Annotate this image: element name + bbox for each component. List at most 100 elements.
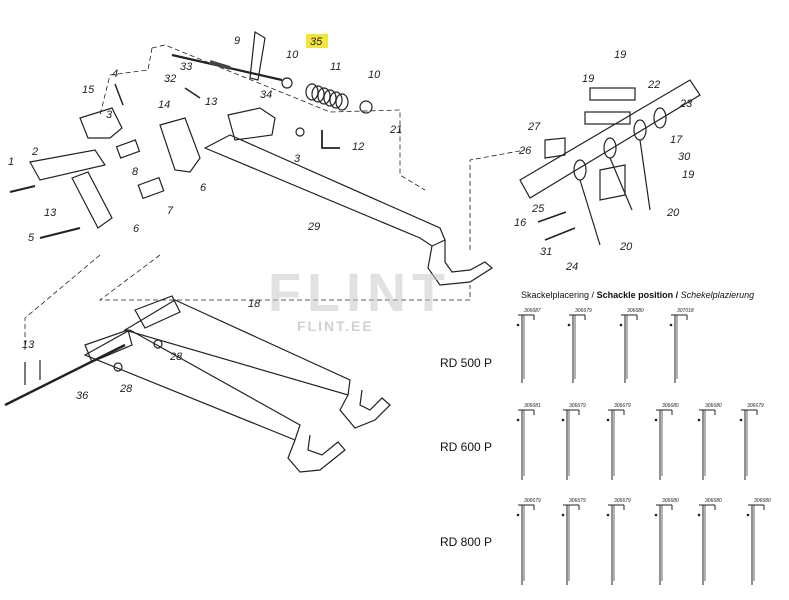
- tine-clamp: [563, 409, 580, 415]
- tine-clamp: [608, 409, 625, 415]
- assembly-outline-left: [99, 47, 153, 116]
- tine-clamp: [748, 504, 765, 510]
- callout-10a: 10: [286, 49, 299, 61]
- frame-rail: [83, 329, 301, 441]
- callout-25: 25: [531, 203, 545, 215]
- callout-30: 30: [678, 151, 691, 163]
- washer: [295, 127, 305, 137]
- shackle-plate: [249, 31, 266, 81]
- tine-position: 306679: [739, 403, 764, 480]
- bolt-dot: [739, 418, 743, 422]
- bolt-dot: [606, 513, 610, 517]
- part-code-label: 306681: [524, 403, 541, 409]
- bushing: [115, 139, 141, 159]
- tine-position: 306679: [606, 498, 631, 585]
- bolt-dot: [516, 418, 520, 422]
- tine-position: 306679: [561, 498, 586, 585]
- model-label-rd600: RD 600 P: [440, 440, 493, 454]
- callout-18: 18: [248, 298, 261, 310]
- tine-clamp: [518, 409, 535, 415]
- washer: [153, 339, 163, 349]
- callout-11: 11: [330, 61, 341, 73]
- tine-spring: [573, 107, 667, 246]
- link-plate: [71, 171, 113, 229]
- link-plate: [159, 117, 201, 173]
- bolt-dot: [606, 418, 610, 422]
- frame-outline-left: [24, 254, 101, 350]
- callout-2: 2: [31, 146, 38, 158]
- part-code-label: 307018: [677, 308, 694, 314]
- callout-labels: 1233456678910101112131313141516171819191…: [8, 34, 694, 402]
- callout-19c: 19: [682, 169, 694, 181]
- callout-35: 35: [310, 36, 323, 48]
- detail-outline: [469, 149, 526, 250]
- part-code-label: 306679: [614, 498, 631, 504]
- washer: [113, 362, 123, 372]
- assembly-outline: [151, 44, 426, 191]
- clamp-plate: [589, 87, 636, 101]
- link-plate: [29, 149, 106, 181]
- part-code-label: 306680: [705, 498, 722, 504]
- callout-4: 4: [112, 68, 118, 80]
- part-code-label: 306679: [569, 403, 586, 409]
- header-english: Schackle position /: [596, 290, 679, 300]
- callout-28a: 28: [169, 351, 183, 363]
- callout-9: 9: [234, 35, 240, 47]
- header-dutch: Schekelplazierung: [680, 290, 755, 300]
- callout-19a: 19: [614, 49, 626, 61]
- watermark-site: FLINT.EE: [297, 318, 374, 334]
- part-code-label: 306680: [627, 308, 644, 314]
- tine-position: 306680: [619, 308, 644, 383]
- frame-rail: [123, 299, 351, 396]
- bolt: [544, 227, 576, 241]
- callout-31: 31: [540, 246, 552, 258]
- tine-position: 306680: [746, 498, 771, 585]
- tine-position: 306679: [516, 498, 541, 585]
- bolt: [9, 185, 36, 193]
- bracket: [599, 164, 626, 201]
- nut: [359, 100, 373, 114]
- bolt: [39, 227, 81, 239]
- callout-27: 27: [527, 121, 541, 133]
- callout-36: 36: [76, 390, 89, 402]
- callout-24: 24: [565, 261, 578, 273]
- callout-6a: 6: [200, 182, 207, 194]
- callout-8: 8: [132, 166, 139, 178]
- link-plate: [79, 107, 123, 139]
- bolt: [184, 87, 201, 99]
- watermark-logo: FLINT: [268, 263, 451, 323]
- pin: [321, 130, 340, 149]
- callout-20b: 20: [619, 241, 633, 253]
- tine-position: 306687: [516, 308, 541, 383]
- callout-1: 1: [8, 156, 14, 168]
- bolt-dot: [567, 323, 571, 327]
- bolt-dot: [697, 513, 701, 517]
- callout-7: 7: [167, 205, 174, 217]
- part-code-label: 306679: [575, 308, 592, 314]
- part-code-label: 306680: [705, 403, 722, 409]
- tine-clamp: [699, 409, 716, 415]
- callout-32: 32: [164, 73, 176, 85]
- highlight-box: [306, 34, 328, 48]
- part-code-label: 306687: [524, 308, 541, 314]
- frame-hook: [339, 389, 391, 429]
- bolt-dot: [516, 513, 520, 517]
- angle-iron: [519, 79, 701, 199]
- tine-clamp: [608, 504, 625, 510]
- shaft: [4, 343, 126, 407]
- callout-3b: 3: [294, 153, 301, 165]
- part-code-label: 306679: [524, 498, 541, 504]
- callout-20a: 20: [666, 207, 680, 219]
- callout-16: 16: [514, 217, 527, 229]
- callout-33: 33: [180, 61, 193, 73]
- tine-position: 306680: [697, 498, 722, 585]
- bracket: [544, 137, 566, 159]
- tine-position: 306680: [654, 403, 679, 480]
- bar-hook: [427, 240, 494, 286]
- tine-position: 306679: [567, 308, 592, 383]
- nut: [281, 77, 293, 89]
- tine-position: 306679: [561, 403, 586, 480]
- bolt-dot: [654, 418, 658, 422]
